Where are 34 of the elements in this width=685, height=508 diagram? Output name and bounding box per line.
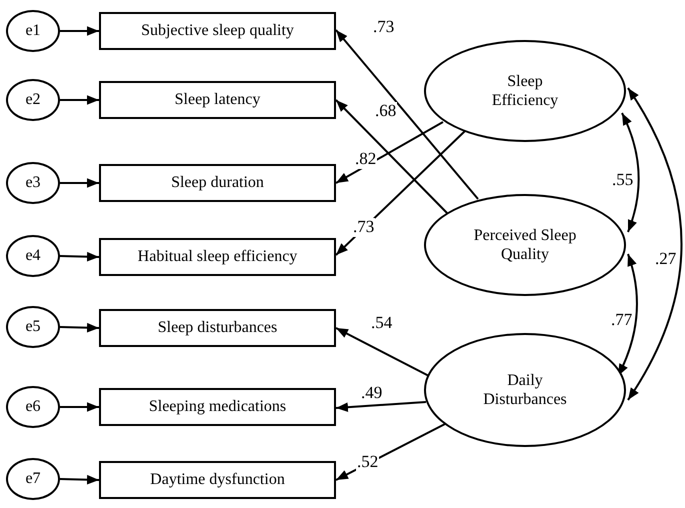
error-label: e3 [25, 173, 41, 193]
path-coefficient: .73 [352, 218, 376, 237]
error-label: e4 [25, 246, 41, 266]
variable-label: Sleep latency [174, 90, 260, 110]
error-term-circle [6, 458, 60, 500]
variable-label: Sleeping medications [148, 397, 286, 417]
error-term-circle [6, 79, 60, 121]
observed-variable-box [99, 461, 336, 499]
error-label: e6 [25, 397, 41, 417]
observed-variable-box [99, 164, 336, 202]
error-term-circle [6, 306, 60, 348]
error-term-circle [6, 386, 60, 428]
variable-label: Sleep Efficiency [490, 72, 560, 110]
path-coefficient: .52 [356, 453, 380, 472]
variable-label: Habitual sleep efficiency [138, 247, 298, 267]
error-label: e1 [25, 21, 41, 41]
error-label: e5 [25, 317, 41, 337]
variable-label: Subjective sleep quality [141, 21, 294, 41]
error-term-circle [6, 10, 60, 52]
observed-variable-box [99, 309, 336, 347]
variable-label: Perceived Sleep Quality [472, 226, 578, 264]
error-label: e7 [25, 469, 41, 489]
error-term-circle [6, 235, 60, 277]
variable-label: Daytime dysfunction [150, 470, 285, 490]
variable-label: Sleep disturbances [158, 318, 278, 338]
error-term-circle [6, 162, 60, 204]
variable-label: Daily Disturbances [482, 370, 568, 410]
observed-variable-box [99, 388, 336, 426]
error-label: e2 [25, 90, 41, 110]
path-coefficient: .82 [354, 150, 378, 169]
observed-variable-box [99, 238, 336, 276]
variable-label: Sleep duration [171, 173, 264, 193]
observed-variable-box [99, 12, 336, 50]
observed-variable-box [99, 81, 336, 119]
